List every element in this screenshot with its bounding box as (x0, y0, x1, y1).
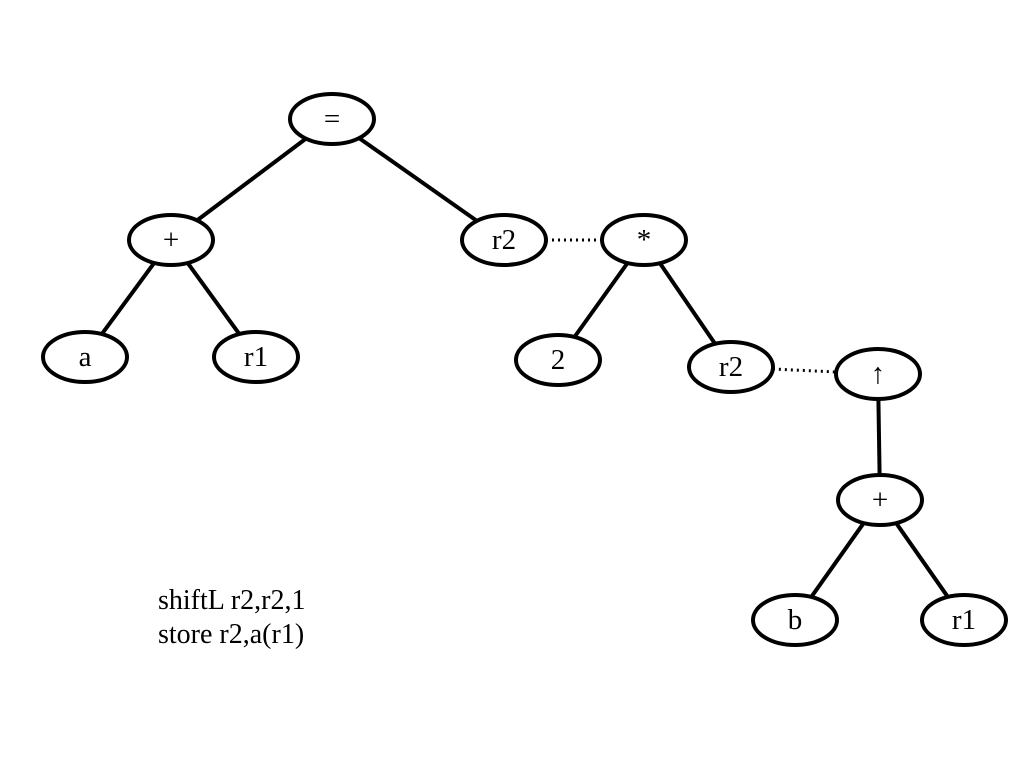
register-r2-top-label: r2 (492, 224, 516, 256)
register-r2-mid-label: r2 (719, 351, 743, 383)
edge-plus_right-r1_right (894, 521, 950, 599)
register-r2-mid-shape (687, 340, 775, 394)
plus-node-right: + (836, 473, 924, 527)
edge-plus_left-a (100, 261, 156, 336)
edge-plus_right-b (809, 521, 866, 599)
leaf-r1-left: r1 (212, 330, 300, 384)
edge-deref-plus_right (876, 398, 882, 476)
tree-nodes: = + a r1 r2 * 2 r2 ↑ + b r1 (41, 92, 1008, 647)
multiply-node-shape (600, 213, 688, 267)
deref-node: ↑ (834, 347, 922, 401)
register-r2-mid: r2 (687, 340, 775, 394)
leaf-r1-left-label: r1 (244, 341, 268, 373)
deref-node-label: ↑ (871, 358, 886, 390)
leaf-a-shape (41, 330, 129, 384)
leaf-r1-right-label: r1 (952, 604, 976, 636)
leaf-r1-right-shape (920, 593, 1008, 647)
leaf-a-label: a (79, 341, 92, 373)
plus-node-left-shape (127, 213, 215, 267)
leaf-2: 2 (514, 333, 602, 387)
edge-mul-r2_mid (658, 262, 717, 345)
plus-node-right-shape (836, 473, 924, 527)
plus-node-left: + (127, 213, 215, 267)
leaf-b-label: b (788, 604, 803, 636)
assign-node-label: = (324, 103, 340, 135)
edge-assign-r2_top (357, 136, 479, 223)
dotted-link-r2_mid-deref (772, 367, 837, 374)
leaf-2-label: 2 (551, 344, 566, 376)
edge-plus_left-r1_left (186, 261, 241, 336)
register-r2-top-shape (460, 213, 548, 267)
leaf-a: a (41, 330, 129, 384)
assign-node-shape (288, 92, 376, 146)
leaf-r1-left-shape (212, 330, 300, 384)
leaf-r1-right: r1 (920, 593, 1008, 647)
edge-mul-two (572, 261, 630, 339)
tree-edges (100, 136, 950, 599)
plus-node-left-label: + (163, 224, 179, 256)
code-line-store: store r2,a(r1) (158, 619, 305, 650)
leaf-b-shape (751, 593, 839, 647)
deref-node-shape (834, 347, 922, 401)
code-line-shift: shiftL r2,r2,1 (158, 585, 306, 616)
multiply-node-label: * (637, 224, 652, 256)
leaf-2-shape (514, 333, 602, 387)
edge-assign-plus_left (195, 136, 308, 223)
generated-code: shiftL r2,r2,1 store r2,a(r1) (158, 584, 306, 652)
assign-node: = (288, 92, 376, 146)
plus-node-right-label: + (872, 484, 888, 516)
leaf-b: b (751, 593, 839, 647)
multiply-node: * (600, 213, 688, 267)
register-r2-top: r2 (460, 213, 548, 267)
